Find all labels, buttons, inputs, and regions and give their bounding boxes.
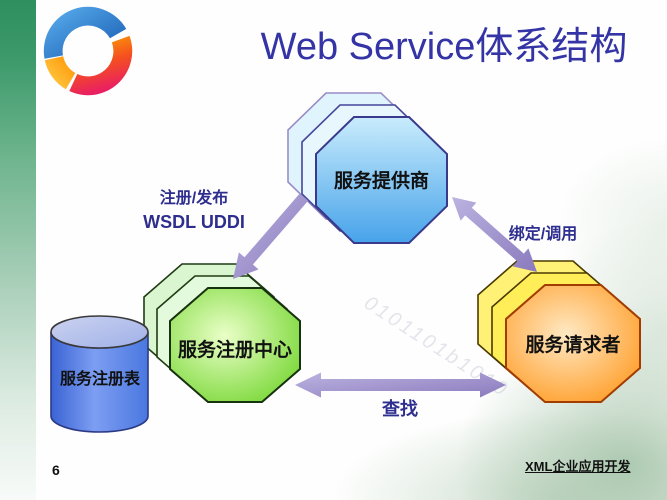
bind-invoke-arrow (452, 197, 537, 272)
page-number: 6 (52, 462, 60, 478)
swirl-logo-icon (43, 6, 133, 96)
service-registry-label: 服务注册中心 (177, 340, 292, 361)
service-requester-label: 服务请求者 (525, 335, 621, 356)
service-requester-octagon (505, 284, 641, 403)
service-provider-octagon (315, 116, 448, 244)
registry-table-cylinder (50, 315, 149, 433)
register-publish-label: 注册/发布 (159, 190, 229, 207)
bind-invoke-label: 绑定/调用 (508, 226, 578, 243)
slide-title: Web Service体系结构 (260, 26, 628, 68)
registry-table-label: 服务注册表 (59, 371, 140, 388)
find-arrow (295, 372, 506, 398)
left-green-bar (0, 0, 36, 500)
service-provider-label: 服务提供商 (333, 171, 429, 192)
footer-course-title: XML企业应用开发 (525, 459, 631, 474)
service-registry-octagon (169, 287, 301, 403)
register-publish-arrow (233, 193, 309, 279)
wsdl-uddi-label: WSDL UDDI (143, 212, 245, 232)
find-label: 查找 (382, 399, 418, 419)
